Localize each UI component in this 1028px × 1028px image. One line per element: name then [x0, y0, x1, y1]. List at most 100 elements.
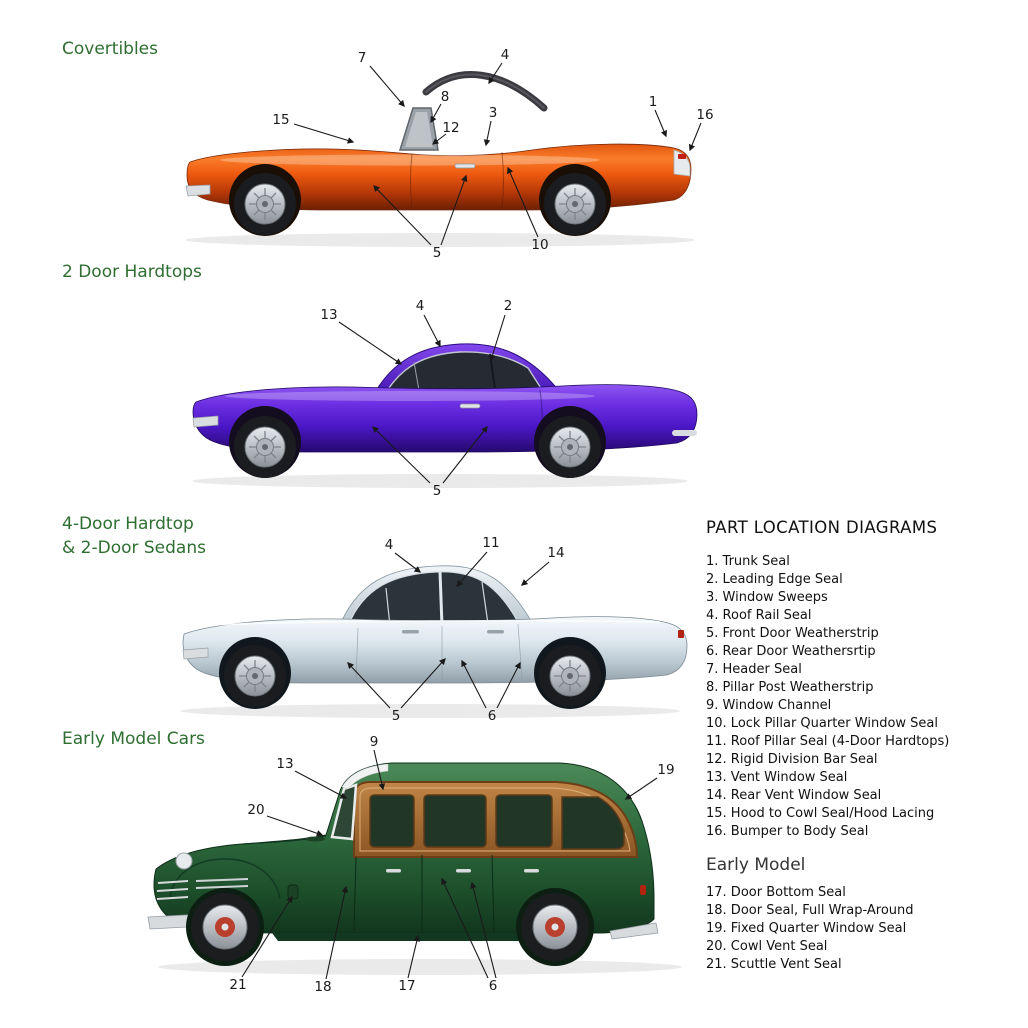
callout-hardtop4-14: 14: [547, 545, 565, 561]
callout-early-18: 18: [314, 979, 332, 995]
car-shadow: [185, 233, 695, 247]
taillight: [678, 630, 684, 638]
legend-items: 1. Trunk Seal 2. Leading Edge Seal 3. Wi…: [706, 553, 1018, 841]
callout-hardtop2-2: 2: [503, 298, 513, 314]
callout-hardtop2-5: 5: [432, 483, 442, 499]
section-label-convertibles: Covertibles: [62, 39, 158, 59]
door-seam: [517, 623, 523, 680]
rear-bumper: [609, 922, 659, 940]
windshield: [330, 783, 358, 841]
legend-item-6: 6. Rear Door Weathersrtip: [706, 644, 876, 659]
callout-convertible-1: 1: [648, 94, 658, 110]
legend-item-13: 13. Vent Window Seal: [706, 770, 848, 785]
callout-early-6: 6: [488, 978, 498, 994]
door-handle: [454, 163, 476, 169]
callout-early-13: 13: [276, 756, 294, 772]
scuttle-vent: [287, 884, 299, 900]
callout-hardtop2-13: 13: [320, 307, 338, 323]
headlight: [175, 852, 193, 870]
legend-item-4: 4. Roof Rail Seal: [706, 608, 812, 623]
legend-item-16: 16. Bumper to Body Seal: [706, 824, 869, 839]
rear-bumper: [672, 430, 697, 436]
folded-top: [422, 71, 548, 112]
front-wheel: [234, 416, 296, 478]
leader-lines: [293, 62, 702, 246]
legend-item-10: 10. Lock Pillar Quarter Window Seal: [706, 716, 938, 731]
door-handle: [456, 869, 471, 873]
windshield: [398, 107, 439, 151]
callout-early-21: 21: [229, 977, 247, 993]
section-label-4-door-hardtop: 4-Door Hardtop & 2-Door Sedans: [62, 514, 206, 558]
door-seam: [491, 854, 495, 933]
callout-convertible-5: 5: [432, 245, 442, 261]
callout-early-17: 17: [398, 978, 416, 994]
legend-item-3: 3. Window Sweeps: [706, 590, 828, 605]
callout-early-20: 20: [247, 802, 265, 818]
callout-convertible-7: 7: [357, 50, 367, 66]
leader-lines: [347, 551, 550, 709]
car-shadow: [192, 474, 688, 488]
legend-item-15: 15. Hood to Cowl Seal/Hood Lacing: [706, 806, 935, 821]
convertible-illustration: [185, 62, 702, 247]
callout-convertible-12: 12: [442, 120, 460, 136]
door-handle: [487, 630, 504, 634]
callout-convertible-8: 8: [440, 89, 450, 105]
callout-convertible-15: 15: [272, 112, 290, 128]
callout-hardtop4-4: 4: [384, 537, 394, 553]
leader-lines: [338, 314, 506, 484]
callout-hardtop4-11: 11: [482, 535, 500, 551]
door-handle: [524, 869, 539, 873]
fender-line: [169, 858, 281, 900]
callout-convertible-4: 4: [500, 47, 510, 63]
car-shadow: [180, 704, 680, 718]
legend-item-14: 14. Rear Vent Window Seal: [706, 788, 882, 803]
front-wheel: [224, 645, 286, 707]
section-label-2-door-hardtops: 2 Door Hardtops: [62, 262, 202, 282]
callout-early-9: 9: [369, 734, 379, 750]
cowl-vent: [305, 836, 325, 842]
beltline-trim: [209, 619, 661, 626]
door-handle: [459, 403, 481, 409]
rear-wheel: [521, 893, 589, 961]
side-windows: [369, 794, 625, 850]
callout-hardtop2-4: 4: [415, 298, 425, 314]
legend-item-5: 5. Front Door Weatherstrip: [706, 626, 879, 641]
callout-early-19: 19: [657, 762, 675, 778]
callout-hardtop4-6: 6: [487, 708, 497, 724]
front-wheel: [234, 173, 296, 235]
legend-title: PART LOCATION DIAGRAMS: [706, 518, 938, 537]
front-bumper: [192, 415, 219, 428]
early-model-car-illustration: [147, 749, 682, 980]
legend-item-19: 19. Fixed Quarter Window Seal: [706, 921, 907, 936]
legend-item-1: 1. Trunk Seal: [706, 554, 790, 569]
roof-visor: [341, 763, 389, 790]
two-door-hardtop-illustration: [192, 314, 698, 488]
callout-hardtop4-5: 5: [391, 708, 401, 724]
legend-item-21: 21. Scuttle Vent Seal: [706, 957, 842, 972]
body-highlight: [220, 154, 600, 166]
taillight: [678, 154, 686, 159]
legend-item-11: 11. Roof Pillar Seal (4-Door Hardtops): [706, 734, 950, 749]
side-glass: [348, 571, 518, 626]
legend-item-17: 17. Door Bottom Seal: [706, 885, 846, 900]
door-seam: [410, 153, 413, 209]
legend-item-20: 20. Cowl Vent Seal: [706, 939, 828, 954]
front-bumper: [182, 647, 209, 660]
front-bumper: [185, 184, 211, 197]
callout-convertible-10: 10: [531, 237, 549, 253]
grille-bars: [156, 880, 189, 900]
legend-item-12: 12. Rigid Division Bar Seal: [706, 752, 878, 767]
taillight: [640, 885, 646, 895]
legend-early-model-title: Early Model: [706, 855, 806, 875]
legend-item-7: 7. Header Seal: [706, 662, 802, 677]
glass-trim: [347, 571, 519, 627]
rear-vent-divider: [481, 581, 489, 625]
callout-convertible-16: 16: [696, 107, 714, 123]
leader-lines: [241, 749, 658, 980]
door-seam: [501, 151, 504, 209]
vent-window-divider: [385, 587, 391, 627]
legend-item-8: 8. Pillar Post Weatherstrip: [706, 680, 874, 695]
door-handle: [386, 869, 401, 873]
legend-item-9: 9. Window Channel: [706, 698, 832, 713]
